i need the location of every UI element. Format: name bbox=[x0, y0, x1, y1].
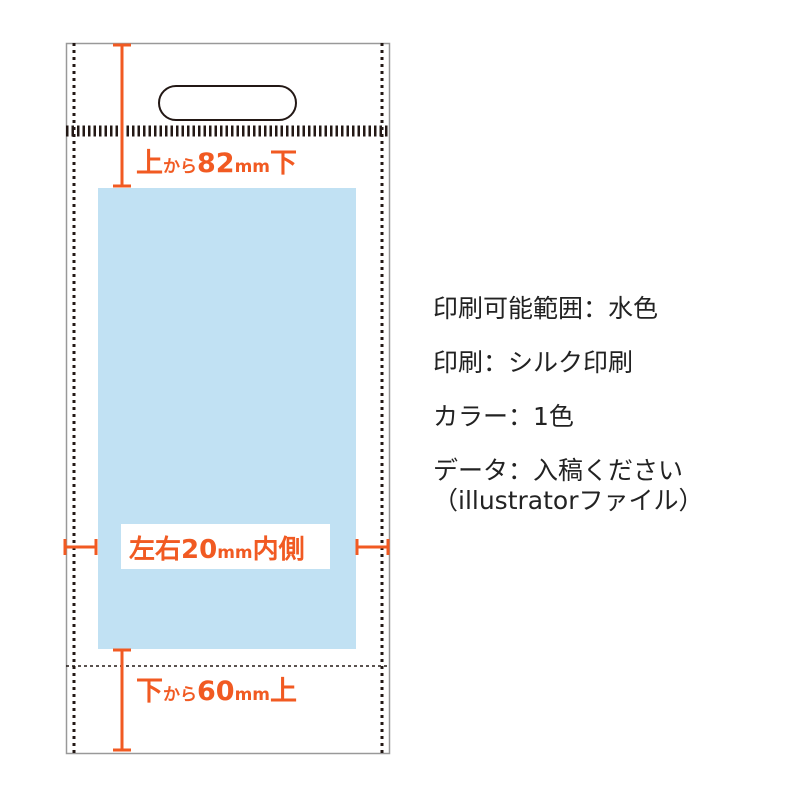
side-label-background bbox=[121, 524, 330, 569]
bottom-dimension-marker bbox=[113, 648, 131, 752]
spec-file-format: （illustratorファイル） bbox=[433, 486, 704, 515]
top-margin-label: 上から82mm下 bbox=[136, 148, 297, 179]
spec-print-method: 印刷：シルク印刷 bbox=[433, 348, 634, 377]
handle-hole bbox=[158, 85, 297, 121]
side-margin-label: 左右20mm内側 bbox=[129, 535, 305, 565]
spec-print-area: 印刷可能範囲：水色 bbox=[433, 294, 659, 323]
spec-color-count: カラー：1色 bbox=[433, 402, 574, 431]
top-dimension-marker bbox=[113, 43, 131, 188]
spec-data-submission: データ：入稿ください bbox=[433, 456, 684, 485]
print-area bbox=[98, 188, 356, 649]
print-spec-list: 印刷可能範囲：水色 印刷：シルク印刷 カラー：1色 データ：入稿ください （il… bbox=[433, 282, 703, 516]
bottom-margin-label: 下から60mm上 bbox=[136, 676, 297, 707]
right-margin-marker bbox=[355, 539, 390, 555]
left-margin-marker bbox=[63, 539, 98, 555]
